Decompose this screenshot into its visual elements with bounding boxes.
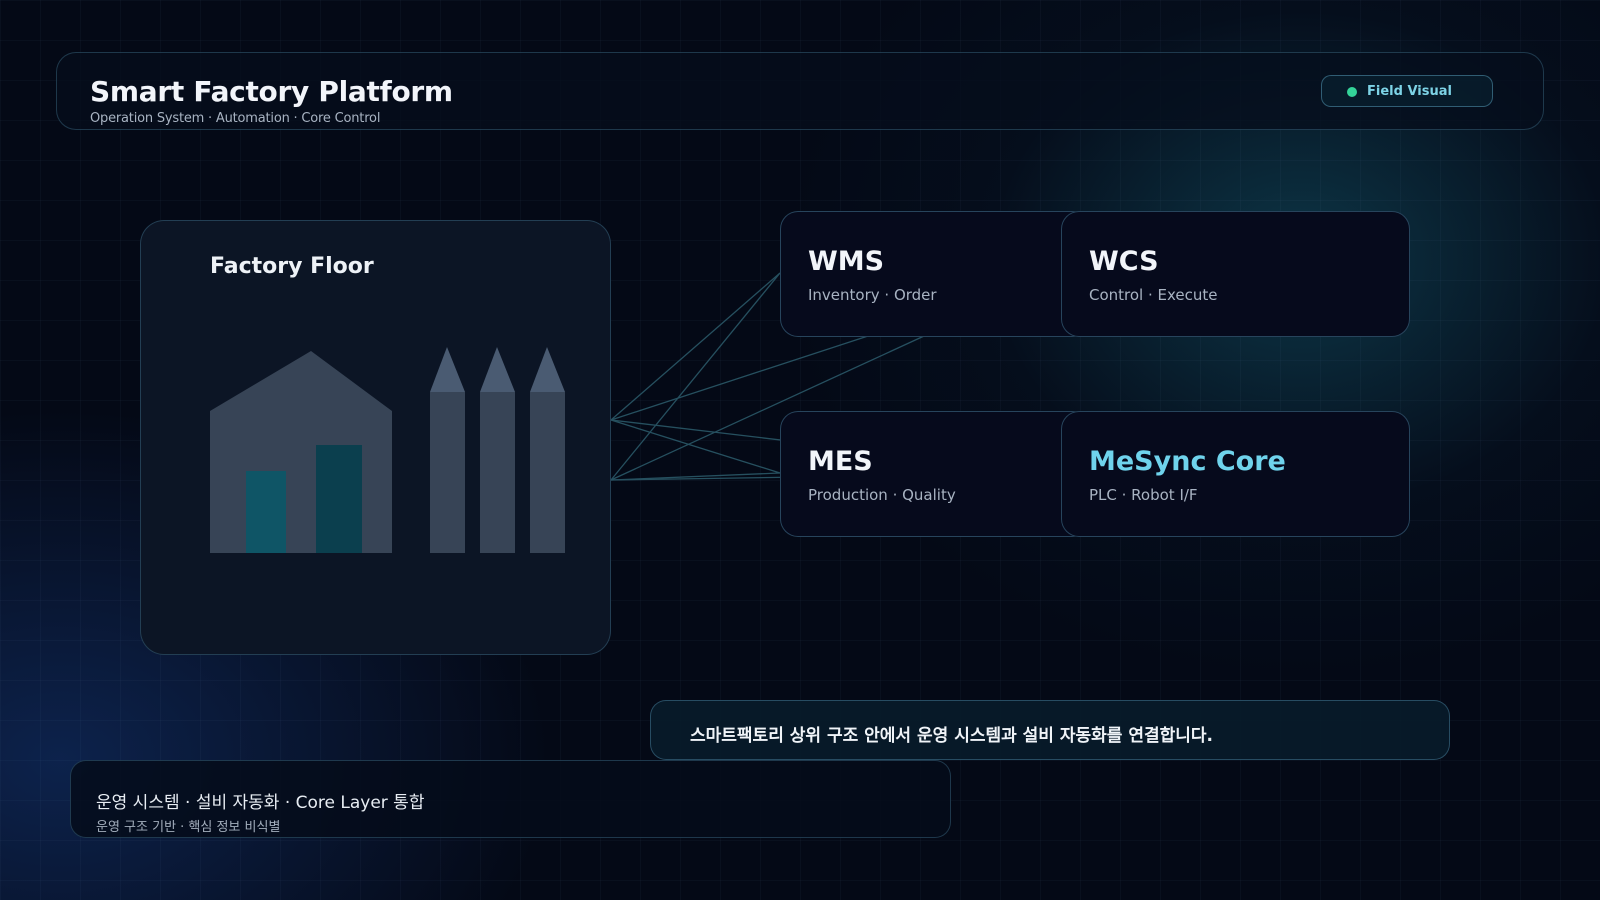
factory-window <box>246 471 286 553</box>
mesync-core-subtitle: PLC · Robot I/F <box>1089 486 1198 504</box>
field-visual-badge[interactable]: Field Visual <box>1321 75 1493 107</box>
page-subtitle: Operation System · Automation · Core Con… <box>90 111 381 126</box>
mes-subtitle: Production · Quality <box>808 486 956 504</box>
connector-line <box>610 272 781 481</box>
connector-line <box>610 472 781 481</box>
field-visual-label: Field Visual <box>1367 84 1452 99</box>
mesync-core-title: MeSync Core <box>1089 446 1286 477</box>
wcs-title: WCS <box>1089 246 1159 277</box>
header-panel: Smart Factory Platform Operation System … <box>56 52 1544 130</box>
factory-door <box>316 445 362 553</box>
factory-floor-panel: Factory Floor <box>140 220 611 655</box>
connector-line <box>610 419 781 474</box>
wcs-subtitle: Control · Execute <box>1089 286 1218 304</box>
silo-top <box>480 347 515 392</box>
silo-top <box>530 347 565 392</box>
mes-card[interactable]: MES Production · Quality <box>780 411 1090 537</box>
wms-card[interactable]: WMS Inventory · Order <box>780 211 1090 337</box>
footer-main-text: 운영 시스템 · 설비 자동화 · Core Layer 통합 <box>96 793 425 813</box>
wms-subtitle: Inventory · Order <box>808 286 937 304</box>
mesync-core-card[interactable]: MeSync Core PLC · Robot I/F <box>1061 411 1410 537</box>
silo-top <box>430 347 465 392</box>
silo-icons <box>430 347 565 553</box>
mes-title: MES <box>808 446 873 477</box>
banner-text: 스마트팩토리 상위 구조 안에서 운영 시스템과 설비 자동화를 연결합니다. <box>690 726 1214 746</box>
connector-line <box>610 272 781 421</box>
silo <box>430 392 465 553</box>
silo <box>480 392 515 553</box>
wms-title: WMS <box>808 246 885 277</box>
factory-illustration <box>210 347 565 553</box>
silo <box>530 392 565 553</box>
wcs-card[interactable]: WCS Control · Execute <box>1061 211 1410 337</box>
factory-floor-title: Factory Floor <box>210 254 374 279</box>
factory-building-icon <box>210 351 392 553</box>
footer-panel: 운영 시스템 · 설비 자동화 · Core Layer 통합 운영 구조 기반… <box>70 760 951 838</box>
description-banner: 스마트팩토리 상위 구조 안에서 운영 시스템과 설비 자동화를 연결합니다. <box>650 700 1450 760</box>
footer-sub-text: 운영 구조 기반 · 핵심 정보 비식별 <box>96 820 281 835</box>
page-title: Smart Factory Platform <box>90 75 453 108</box>
status-dot-icon <box>1347 87 1357 97</box>
